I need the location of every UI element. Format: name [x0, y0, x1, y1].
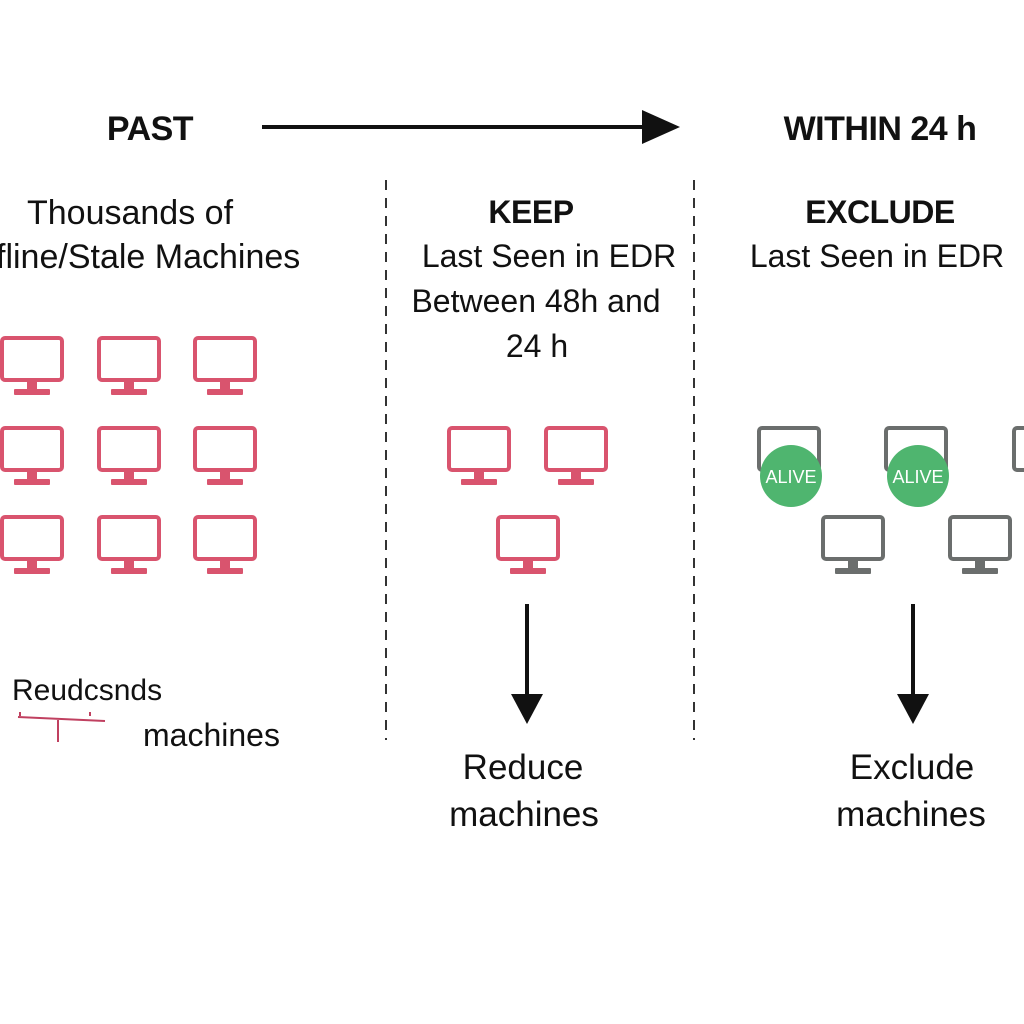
keep-machines	[447, 426, 608, 576]
monitor-icon	[1012, 426, 1024, 487]
exclude-result-line1: Exclude	[849, 748, 975, 787]
alive-badge: ALIVE	[887, 445, 949, 507]
monitor-icon	[0, 426, 64, 487]
monitor-icon	[447, 426, 511, 487]
monitor-icon	[97, 515, 161, 576]
monitor-icon	[0, 336, 64, 397]
monitor-icon	[97, 426, 161, 487]
past-footer-line1: Reudcsnds	[12, 674, 163, 707]
timeline-past-label: PAST	[106, 110, 194, 148]
keep-line3: 24 h	[505, 328, 569, 364]
arrow-down-icon	[511, 604, 543, 724]
arrow-down-icon	[897, 604, 929, 724]
exclude-line1: Last Seen in EDR	[749, 238, 1005, 274]
monitor-icon	[193, 336, 257, 397]
monitor-icon	[821, 515, 885, 576]
keep-line1: Last Seen in EDR	[421, 238, 677, 274]
monitor-icon	[193, 426, 257, 487]
past-footer-line2: machines	[143, 717, 280, 753]
monitor-icon	[193, 515, 257, 576]
stale-machines-grid	[0, 336, 257, 576]
svg-text:ALIVE: ALIVE	[765, 467, 816, 487]
past-title-line2: fline/Stale Machines	[0, 238, 301, 276]
monitor-icon	[948, 515, 1012, 576]
keep-result-line2: machines	[449, 795, 599, 834]
monitor-icon	[97, 336, 161, 397]
scribble-mark	[17, 712, 106, 742]
keep-heading: KEEP	[488, 194, 574, 230]
exclude-result-line2: machines	[836, 795, 986, 834]
keep-result-line1: Reduce	[462, 748, 584, 787]
monitor-icon	[544, 426, 608, 487]
monitor-icon	[496, 515, 560, 576]
alive-badge: ALIVE	[760, 445, 822, 507]
arrow-right-icon	[262, 110, 680, 144]
past-title-line1: Thousands of	[26, 194, 234, 232]
keep-line2: Between 48h and	[411, 283, 661, 319]
monitor-icon	[0, 515, 64, 576]
svg-text:ALIVE: ALIVE	[892, 467, 943, 487]
exclude-heading: EXCLUDE	[805, 194, 955, 230]
timeline-future-label: WITHIN 24 h	[783, 110, 977, 148]
